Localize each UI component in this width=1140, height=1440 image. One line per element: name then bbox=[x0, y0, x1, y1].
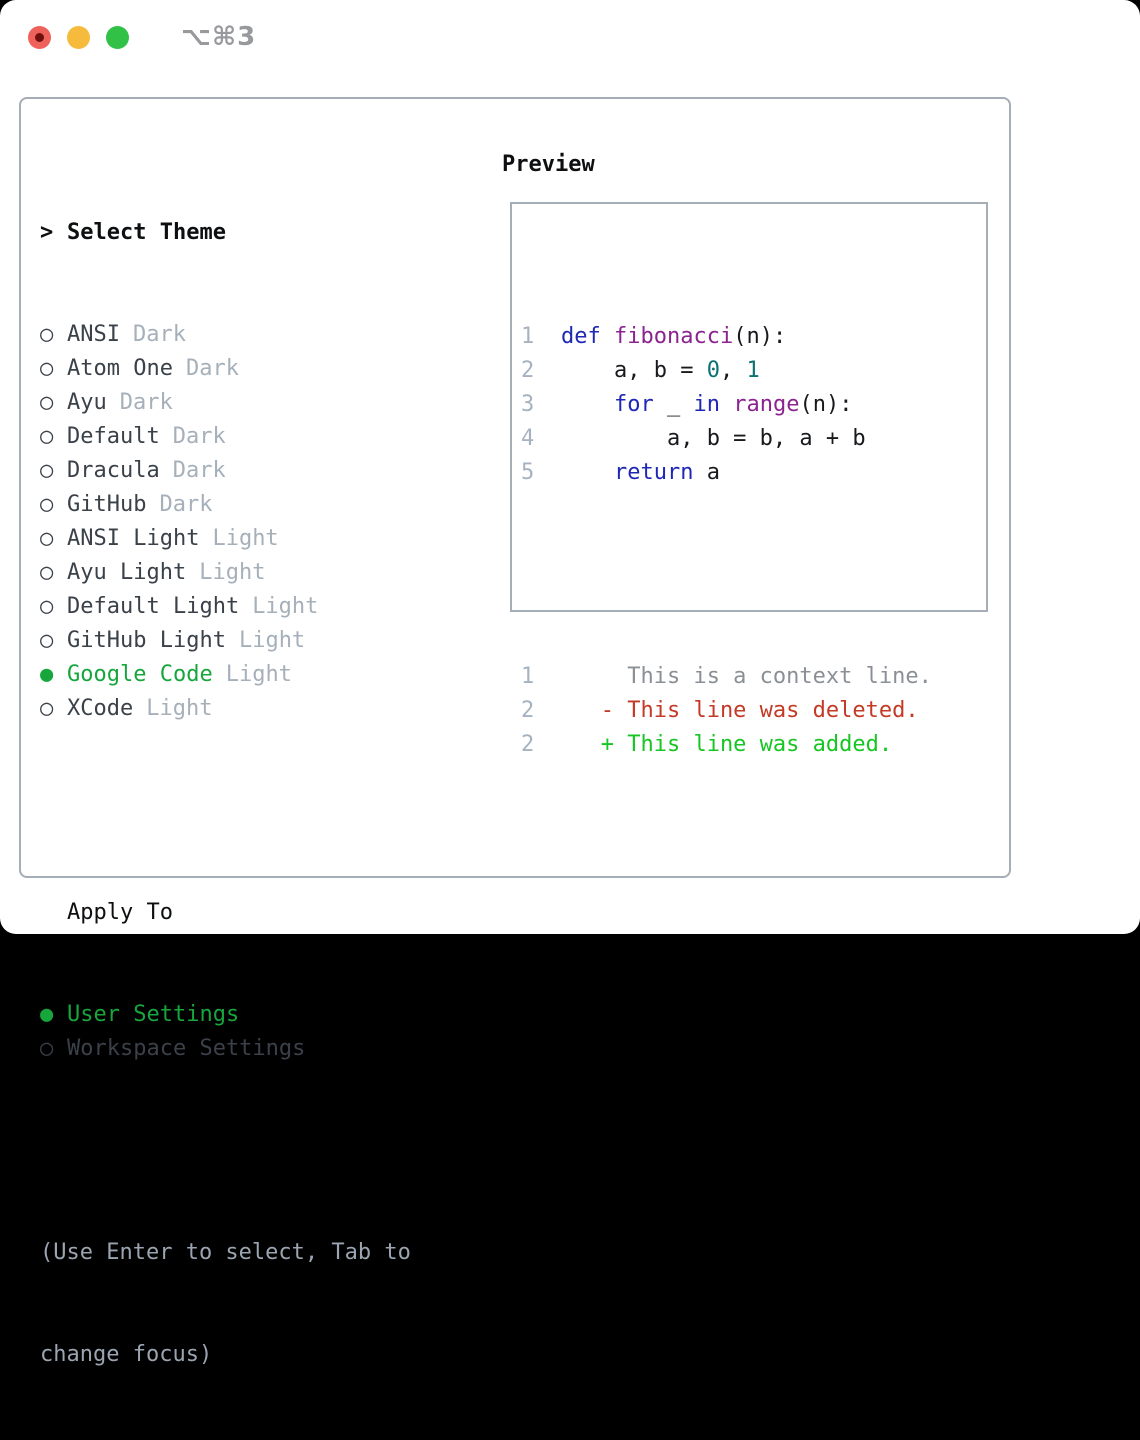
line-number: 1 bbox=[521, 324, 535, 349]
code-line: 1 def fibonacci(n): bbox=[521, 320, 986, 354]
minimize-button[interactable] bbox=[67, 25, 90, 49]
code-token-function: fibonacci bbox=[614, 324, 734, 349]
radio-marker-icon: ○ bbox=[40, 628, 54, 653]
code-token-plain: (n): bbox=[799, 392, 853, 417]
code-line: 2 a, b = 0, 1 bbox=[521, 354, 986, 388]
code-token-keyword: def bbox=[561, 324, 601, 349]
radio-marker-icon: ○ bbox=[40, 424, 54, 449]
apply-to-option[interactable]: ○Workspace Settings bbox=[40, 1032, 411, 1066]
code-token-plain: (n): bbox=[733, 324, 787, 349]
code-token-plain bbox=[561, 460, 614, 485]
radio-marker-icon: ○ bbox=[40, 526, 54, 551]
focus-cursor: > bbox=[40, 220, 54, 245]
code-token-plain: , bbox=[719, 358, 747, 383]
radio-marker-icon: ● bbox=[40, 1002, 54, 1027]
zoom-button[interactable] bbox=[106, 25, 129, 49]
blank-row bbox=[40, 1134, 411, 1168]
preview-title: Preview bbox=[502, 152, 595, 177]
line-number: 2 bbox=[521, 698, 535, 723]
radio-marker-icon: ○ bbox=[40, 458, 54, 483]
line-number: 1 bbox=[521, 664, 535, 689]
diff-line: 2 + This line was added. bbox=[521, 728, 986, 762]
hint-line-1: (Use Enter to select, Tab to bbox=[40, 1240, 411, 1265]
line-number: 2 bbox=[521, 732, 535, 757]
radio-marker-icon: ○ bbox=[40, 1036, 54, 1061]
radio-marker-icon: ○ bbox=[40, 696, 54, 721]
code-token-number: 1 bbox=[746, 358, 760, 383]
theme-list-title: Select Theme bbox=[67, 220, 226, 245]
code-line: 5 return a bbox=[521, 456, 986, 490]
code-token-function: range bbox=[733, 392, 800, 417]
apply-to-header: Apply To bbox=[40, 896, 411, 930]
code-token-plain: a, b = bbox=[561, 358, 707, 383]
code-token-plain: a bbox=[693, 460, 720, 485]
apply-to-title: Apply To bbox=[67, 900, 173, 925]
blank-row bbox=[521, 558, 986, 592]
radio-marker-icon: ○ bbox=[40, 322, 54, 347]
line-number: 3 bbox=[521, 392, 535, 417]
radio-marker-icon: ○ bbox=[40, 594, 54, 619]
line-number: 4 bbox=[521, 426, 535, 451]
line-number: 5 bbox=[521, 460, 535, 485]
apply-to-option[interactable]: ●User Settings bbox=[40, 998, 411, 1032]
code-line: 3 for _ in range(n): bbox=[521, 388, 986, 422]
code-token-keyword: return bbox=[613, 460, 694, 485]
code-token-plain: a, b = b, a + b bbox=[561, 426, 866, 451]
close-button[interactable] bbox=[28, 25, 51, 49]
code-token-plain bbox=[720, 392, 733, 417]
radio-marker-icon: ● bbox=[40, 662, 54, 687]
code-token-plain: _ bbox=[653, 392, 694, 417]
apply-to-list: ●User Settings○Workspace Settings bbox=[40, 998, 411, 1066]
code-token-plain bbox=[561, 392, 614, 417]
window-title: ⌥⌘3 bbox=[181, 22, 257, 52]
hint-line-2: change focus) bbox=[40, 1342, 213, 1367]
blank-row bbox=[40, 794, 411, 828]
radio-marker-icon: ○ bbox=[40, 492, 54, 517]
code-line: 4 a, b = b, a + b bbox=[521, 422, 986, 456]
theme-list-header: > Select Theme bbox=[40, 216, 411, 250]
code-token-keyword: in bbox=[693, 392, 720, 417]
code-token-plain bbox=[601, 324, 614, 349]
diff-preview: 1 This is a context line.2 - This line w… bbox=[521, 660, 986, 762]
code-token-keyword: for bbox=[613, 392, 654, 417]
line-number: 2 bbox=[521, 358, 535, 383]
radio-marker-icon: ○ bbox=[40, 356, 54, 381]
diff-line: 1 This is a context line. bbox=[521, 660, 986, 694]
code-token-number: 0 bbox=[706, 358, 720, 383]
radio-marker-icon: ○ bbox=[40, 390, 54, 415]
radio-marker-icon: ○ bbox=[40, 560, 54, 585]
titlebar: ⌥⌘3 bbox=[28, 22, 257, 52]
diff-line: 2 - This line was deleted. bbox=[521, 694, 986, 728]
